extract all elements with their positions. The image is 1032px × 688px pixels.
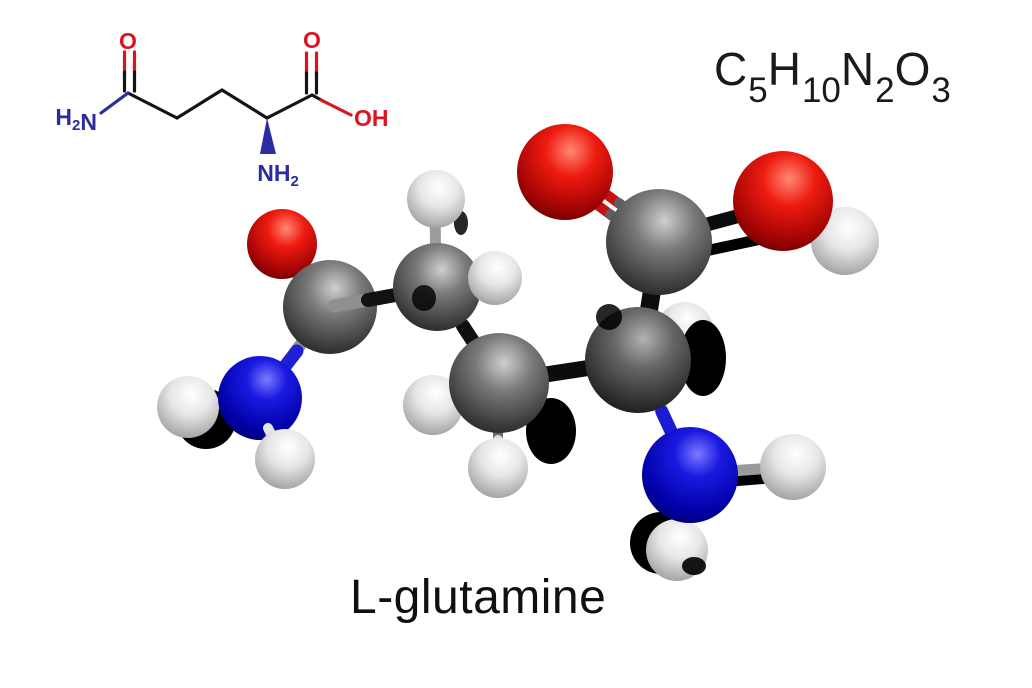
formula-element: N: [840, 43, 876, 95]
skeletal-bond: [220, 88, 269, 120]
formula-subscript: 5: [748, 71, 768, 110]
skeletal-bond: [126, 91, 179, 120]
beta-carbon-ball: [449, 333, 549, 433]
gamma-carbon-ball: [393, 243, 481, 331]
alpha-carbon-ball: [585, 307, 691, 413]
cast-shadow: [412, 285, 436, 311]
carboxyl-carbon-ball: [606, 189, 712, 295]
amide-hydrogen-1-ball: [157, 376, 219, 438]
molecular-formula: C5H10N2O3: [714, 44, 951, 111]
cast-shadow: [682, 557, 706, 575]
skeletal-bond: [265, 93, 314, 120]
cast-shadow: [680, 320, 726, 396]
amide-oxygen-label: O: [119, 28, 137, 54]
stereo-wedge-bond: [260, 118, 276, 154]
gamma-hydrogen-2-ball: [468, 251, 522, 305]
amide-amine-label: H2N: [55, 104, 97, 135]
gamma-hydrogen-1-ball: [407, 170, 465, 228]
skeletal-bond: [175, 88, 224, 120]
alpha-amine-label: NH2: [257, 160, 299, 190]
skeletal-bond: [319, 98, 353, 117]
beta-hydrogen-2-ball: [468, 438, 528, 498]
formula-subscript: 2: [875, 71, 895, 110]
amino-nitrogen-ball: [642, 427, 738, 523]
page-title: L-glutamine: [350, 571, 607, 624]
cast-shadow: [596, 304, 622, 330]
cast-shadow: [526, 398, 576, 464]
formula-element: H: [767, 43, 802, 95]
skeletal-bond: [99, 91, 130, 115]
formula-subscript: 3: [931, 71, 951, 110]
amide-nitrogen-ball: [218, 356, 302, 440]
amide-hydrogen-2-ball: [255, 429, 315, 489]
formula-subscript: 10: [801, 71, 841, 110]
hydroxyl-hydrogen-ball: [811, 207, 879, 275]
skeletal-formula: O O OH H2N NH2: [55, 27, 389, 190]
carbonyl-oxygen-label: O: [303, 27, 321, 53]
beta-hydrogen-1-ball: [403, 375, 463, 435]
hydroxyl-label: OH: [354, 105, 389, 131]
amino-hydrogen-1-ball: [760, 434, 826, 500]
carbonyl-oxygen-ball: [517, 124, 613, 220]
hydroxyl-oxygen-ball: [733, 151, 833, 251]
amide-oxygen-ball: [247, 209, 317, 279]
formula-element: O: [894, 43, 932, 95]
formula-element: C: [714, 43, 749, 95]
